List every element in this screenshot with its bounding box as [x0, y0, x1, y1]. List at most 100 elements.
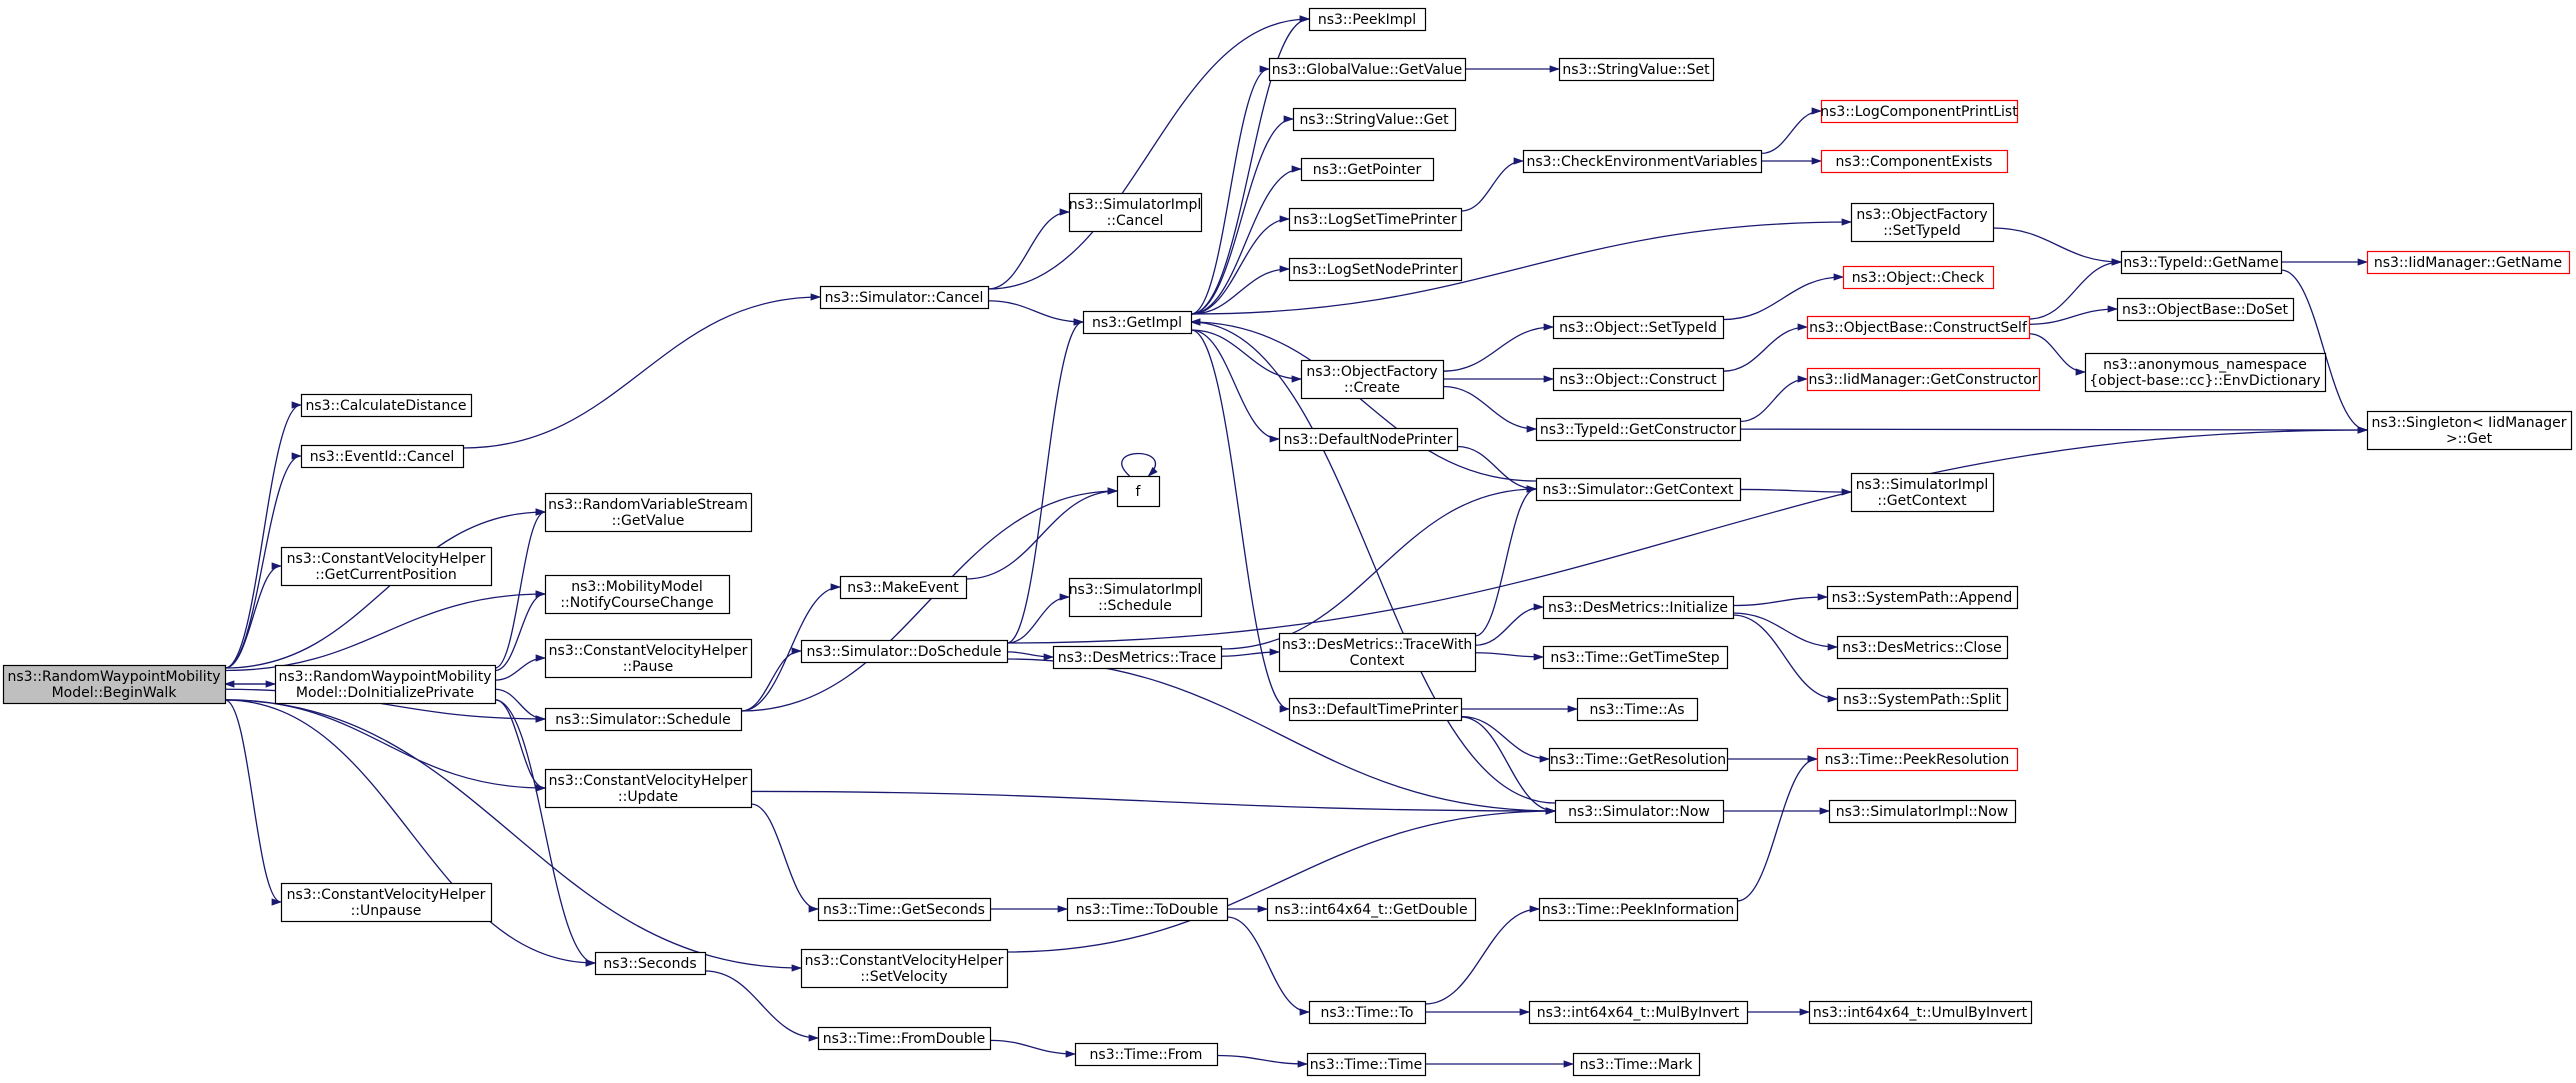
edge-beginwalk-to-mmnotify: [224, 590, 547, 672]
node-objsettypeid[interactable]: ns3::Object::SetTypeId: [1552, 315, 1725, 340]
edge-tidgetname-to-singletonget: [2280, 269, 2369, 434]
node-int64getdouble[interactable]: ns3::int64x64_t::GetDouble: [1266, 897, 1477, 922]
node-timemark[interactable]: ns3::Time::Mark: [1572, 1052, 1701, 1077]
node-syspathappend[interactable]: ns3::SystemPath::Append: [1826, 585, 2019, 610]
node-simimplcancel[interactable]: ns3::SimulatorImpl::Cancel: [1069, 192, 1203, 233]
node-simcancel[interactable]: ns3::Simulator::Cancel: [819, 285, 990, 310]
node-peekimpl[interactable]: ns3::PeekImpl: [1308, 7, 1427, 32]
node-label: ns3::RandomWaypointMobility: [8, 669, 221, 685]
node-box: [800, 948, 1009, 989]
node-ofsettypeid[interactable]: ns3::ObjectFactory::SetTypeId: [1850, 202, 1995, 243]
node-singletonget[interactable]: ns3::Singleton< IidManager>::Get: [2366, 410, 2573, 451]
node-simimplschedule[interactable]: ns3::SimulatorImpl::Schedule: [1069, 577, 1203, 618]
node-box: [1300, 157, 1435, 182]
node-cvhpause[interactable]: ns3::ConstantVelocityHelper::Pause: [544, 638, 753, 679]
node-timepeekinfo[interactable]: ns3::Time::PeekInformation: [1538, 897, 1739, 922]
node-deftimeprinter[interactable]: ns3::DefaultTimePrinter: [1288, 697, 1463, 722]
edge-cvhupdate-to-timegetseconds: [750, 803, 820, 913]
node-tidgetconstructor[interactable]: ns3::TypeId::GetConstructor: [1535, 417, 1742, 442]
node-tidgetname[interactable]: ns3::TypeId::GetName: [2120, 250, 2283, 275]
node-simimplgetcontext[interactable]: ns3::SimulatorImpl::GetContext: [1850, 472, 1995, 513]
node-int64mulbyinvert[interactable]: ns3::int64x64_t::MulByInvert: [1528, 1000, 1749, 1025]
node-defnodeprinter[interactable]: ns3::DefaultNodePrinter: [1278, 427, 1459, 452]
node-desmtrace[interactable]: ns3::DesMetrics::Trace: [1052, 645, 1223, 670]
node-svget[interactable]: ns3::StringValue::Get: [1292, 107, 1457, 132]
node-label: ns3::int64x64_t::GetDouble: [1274, 902, 1467, 918]
node-doinit[interactable]: ns3::RandomWaypointMobilityModel::DoInit…: [274, 664, 497, 705]
node-timegettimestep[interactable]: ns3::Time::GetTimeStep: [1542, 645, 1729, 670]
node-int64umulbyinvert[interactable]: ns3::int64x64_t::UmulByInvert: [1808, 1000, 2033, 1025]
node-timetime[interactable]: ns3::Time::Time: [1306, 1052, 1427, 1077]
edge-simnow-to-getimpl: [1189, 318, 1556, 804]
node-label: ns3::LogSetNodePrinter: [1292, 262, 1458, 278]
node-label: ns3::Time::PeekInformation: [1542, 902, 1735, 918]
node-ofcreate[interactable]: ns3::ObjectFactory::Create: [1300, 359, 1445, 400]
node-logsettimeprinter[interactable]: ns3::LogSetTimePrinter: [1288, 207, 1463, 232]
node-label: ns3::Time::FromDouble: [823, 1031, 986, 1047]
node-desmclose[interactable]: ns3::DesMetrics::Close: [1836, 635, 2009, 660]
node-desminit[interactable]: ns3::DesMetrics::Initialize: [1542, 595, 1735, 620]
node-seconds[interactable]: ns3::Seconds: [594, 951, 707, 976]
node-label: ns3::Time::GetTimeStep: [1550, 650, 1719, 666]
node-simgetcontext[interactable]: ns3::Simulator::GetContext: [1535, 477, 1742, 502]
node-eventcancel[interactable]: ns3::EventId::Cancel: [300, 444, 465, 469]
node-box: [1808, 1000, 2033, 1025]
node-box: [544, 574, 731, 615]
node-objconstruct[interactable]: ns3::Object::Construct: [1552, 367, 1725, 392]
node-label: ns3::Object::Check: [1852, 270, 1985, 286]
node-calcdist[interactable]: ns3::CalculateDistance: [300, 393, 473, 418]
node-timegetres[interactable]: ns3::Time::GetResolution: [1548, 747, 1729, 772]
node-compexists[interactable]: ns3::ComponentExists: [1820, 149, 2009, 174]
node-box: [817, 1026, 992, 1051]
node-obconstructself[interactable]: ns3::ObjectBase::ConstructSelf: [1806, 315, 2031, 340]
node-cvhunpause[interactable]: ns3::ConstantVelocityHelper::Unpause: [280, 882, 493, 923]
node-simimplnow[interactable]: ns3::SimulatorImpl::Now: [1828, 799, 2017, 824]
node-iidgetconstructor[interactable]: ns3::IidManager::GetConstructor: [1806, 367, 2041, 392]
node-checkenv[interactable]: ns3::CheckEnvironmentVariables: [1522, 149, 1763, 174]
node-timefrom[interactable]: ns3::Time::From: [1074, 1042, 1219, 1067]
edge-objconstruct-to-obconstructself: [1722, 323, 1809, 372]
node-label: ns3::StringValue::Get: [1299, 112, 1449, 128]
node-obdoset[interactable]: ns3::ObjectBase::DoSet: [2116, 297, 2295, 322]
node-timegetseconds[interactable]: ns3::Time::GetSeconds: [817, 897, 992, 922]
edge-beginwalk-to-cvhunpause: [224, 699, 283, 906]
node-label: ns3::RandomWaypointMobility: [279, 669, 492, 685]
node-makeevent[interactable]: ns3::MakeEvent: [839, 575, 968, 600]
node-cvhgetpos[interactable]: ns3::ConstantVelocityHelper::GetCurrentP…: [280, 546, 493, 587]
node-mmnotify[interactable]: ns3::MobilityModel::NotifyCourseChange: [544, 574, 731, 615]
node-syspathsplit[interactable]: ns3::SystemPath::Split: [1836, 687, 2009, 712]
node-timepeekres[interactable]: ns3::Time::PeekResolution: [1816, 747, 2019, 772]
node-label: ns3::GlobalValue::GetValue: [1272, 62, 1462, 78]
edge-simgetcontext-to-getimpl: [1189, 318, 1537, 482]
node-cvhsetvel[interactable]: ns3::ConstantVelocityHelper::SetVelocity: [800, 948, 1009, 989]
node-simdoschedule[interactable]: ns3::Simulator::DoSchedule: [800, 639, 1009, 664]
node-getpointer[interactable]: ns3::GetPointer: [1300, 157, 1435, 182]
node-simnow[interactable]: ns3::Simulator::Now: [1554, 799, 1725, 824]
node-getimpl[interactable]: ns3::GetImpl: [1082, 310, 1193, 335]
node-box: [1074, 1042, 1219, 1067]
node-anonenvdict[interactable]: ns3::anonymous_namespace{object-base::cc…: [2084, 352, 2327, 393]
node-rvsget[interactable]: ns3::RandomVariableStream::GetValue: [544, 492, 753, 533]
node-logsetnodeprinter[interactable]: ns3::LogSetNodePrinter: [1288, 257, 1463, 282]
node-beginwalk[interactable]: ns3::RandomWaypointMobilityModel::BeginW…: [2, 664, 227, 705]
node-f[interactable]: f: [1116, 475, 1161, 508]
edge-ofcreate-to-tidgetconstructor: [1442, 385, 1538, 433]
node-iidgetname[interactable]: ns3::IidManager::GetName: [2366, 250, 2571, 275]
node-label: ns3::Time::PeekResolution: [1825, 752, 2010, 768]
node-gvgetvalue[interactable]: ns3::GlobalValue::GetValue: [1268, 57, 1467, 82]
node-label: ns3::DefaultTimePrinter: [1292, 702, 1459, 718]
node-logcompprintlist[interactable]: ns3::LogComponentPrintList: [1820, 99, 2018, 124]
node-simschedule[interactable]: ns3::Simulator::Schedule: [544, 707, 743, 732]
node-svset[interactable]: ns3::StringValue::Set: [1558, 57, 1715, 82]
node-cvhupdate[interactable]: ns3::ConstantVelocityHelper::Update: [544, 768, 753, 809]
node-timeas[interactable]: ns3::Time::As: [1576, 697, 1699, 722]
node-box: [2366, 410, 2573, 451]
node-timefromdouble[interactable]: ns3::Time::FromDouble: [817, 1026, 992, 1051]
node-timeto[interactable]: ns3::Time::To: [1308, 1000, 1427, 1025]
edge-obconstructself-to-tidgetname: [2028, 258, 2123, 320]
node-timetodouble[interactable]: ns3::Time::ToDouble: [1066, 897, 1229, 922]
node-objcheck[interactable]: ns3::Object::Check: [1842, 265, 1995, 290]
node-box: [1066, 897, 1229, 922]
